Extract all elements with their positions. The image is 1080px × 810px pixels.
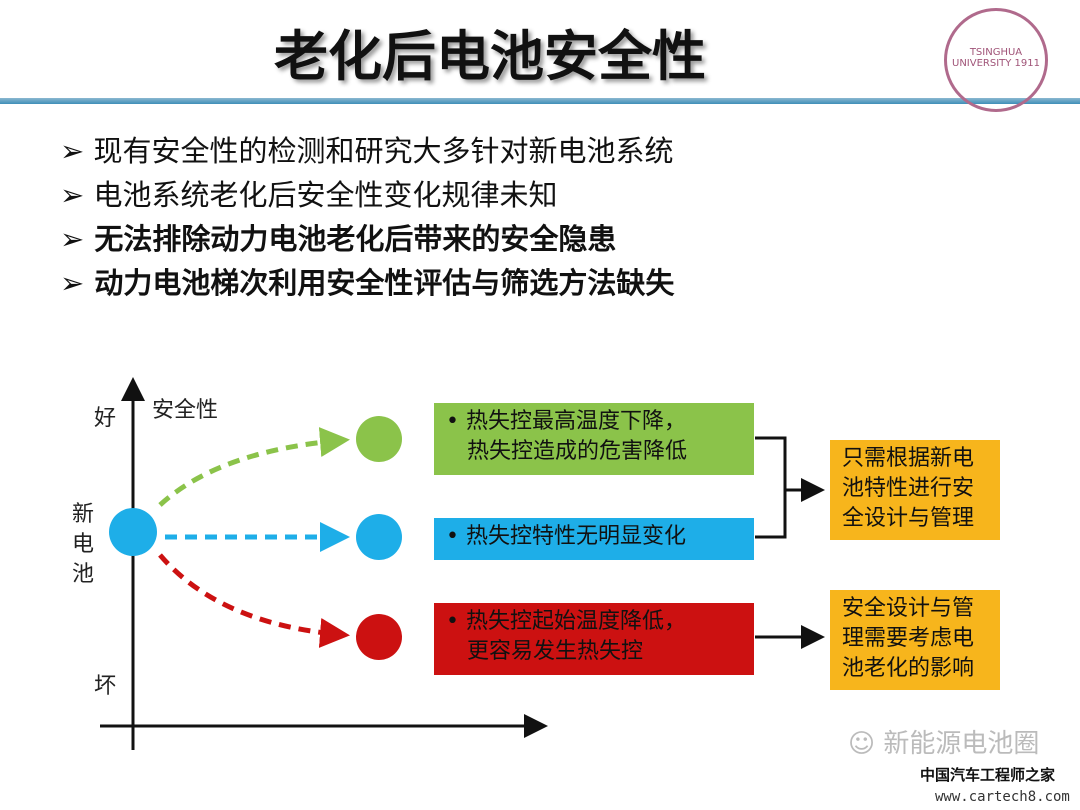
box-unchanged: • 热失控特性无明显变化 <box>434 518 754 560</box>
bullet-text: 无法排除动力电池老化后带来的安全隐患 <box>94 222 617 256</box>
watermark-wechat: ☺ 新能源电池圈 <box>848 728 1039 760</box>
bullet-text: 现有安全性的检测和研究大多针对新电池系统 <box>93 134 674 168</box>
bullet-2: ➢ 电池系统老化后安全性变化规律未知 <box>60 172 558 214</box>
arrow-improve <box>158 427 350 507</box>
arrow-worse <box>158 553 350 648</box>
worse-circle <box>356 614 402 660</box>
bullet-marker: ➢ <box>60 222 85 256</box>
bullet-4: ➢ 动力电池梯次利用安全性评估与筛选方法缺失 <box>60 260 674 302</box>
wechat-icon: ☺ <box>848 729 876 759</box>
unchanged-circle <box>356 514 402 560</box>
improved-circle <box>356 416 402 462</box>
bullet-marker: ➢ <box>60 178 85 212</box>
bullet-marker: ➢ <box>60 134 85 168</box>
page-title: 老化后电池安全性 <box>274 25 706 88</box>
bullet-text: 电池系统老化后安全性变化规律未知 <box>93 178 558 212</box>
bullet-3: ➢ 无法排除动力电池老化后带来的安全隐患 <box>60 216 616 258</box>
axis-label: 安全性 <box>152 398 219 423</box>
tsinghua-seal-logo: TSINGHUA UNIVERSITY 1911 <box>944 8 1048 112</box>
conclusion-2: 安全设计与管 理需要考虑电 池老化的影响 <box>830 590 1000 690</box>
label-new-battery: 新电池 <box>72 502 95 587</box>
box-improved: • 热失控最高温度下降， 热失控造成的危害降低 <box>434 403 754 475</box>
bullet-1: ➢ 现有安全性的检测和研究大多针对新电池系统 <box>60 128 674 170</box>
box-worse: • 热失控起始温度降低， 更容易发生热失控 <box>434 603 754 675</box>
seal-text: TSINGHUA UNIVERSITY 1911 <box>952 47 1040 69</box>
bullet-marker: ➢ <box>60 266 85 300</box>
new-battery-circle <box>109 508 157 556</box>
label-good: 好 <box>94 406 117 431</box>
bullet-text: 动力电池梯次利用安全性评估与筛选方法缺失 <box>94 266 675 300</box>
label-bad: 坏 <box>94 674 117 699</box>
conclusion-1: 只需根据新电 池特性进行安 全设计与管理 <box>830 440 1000 540</box>
watermark-wechat-text: 新能源电池圈 <box>883 729 1040 759</box>
watermark-site-cn: 中国汽车工程师之家 <box>920 766 1056 784</box>
title-divider <box>0 98 1080 104</box>
watermark-url: www.cartech8.com <box>935 789 1070 805</box>
bracket-top <box>755 436 822 539</box>
